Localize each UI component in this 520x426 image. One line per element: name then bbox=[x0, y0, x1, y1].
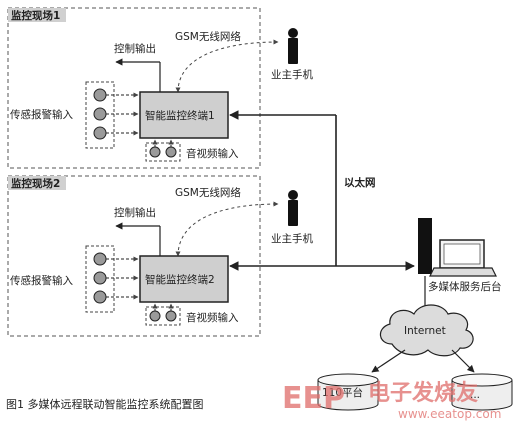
ethernet-links: 以太网 bbox=[229, 110, 415, 271]
site-1-phone-icon bbox=[288, 28, 298, 64]
site-1-av-1 bbox=[149, 146, 161, 158]
laptop-icon bbox=[429, 239, 497, 277]
site-1-terminal-label: 智能监控终端1 bbox=[145, 109, 215, 122]
internet-db-right-link bbox=[451, 349, 475, 373]
site-1-tag: 监控现场1 bbox=[11, 9, 60, 22]
site-1-av-label: 音视频输入 bbox=[186, 147, 239, 160]
site-2-av-2 bbox=[165, 310, 177, 322]
ethernet-label: 以太网 bbox=[344, 176, 376, 189]
site-2-sensor-group bbox=[85, 245, 115, 313]
site-1-sensor-2 bbox=[93, 107, 107, 121]
site-2-av-1 bbox=[149, 310, 161, 322]
site-2-phone-label: 业主手机 bbox=[271, 232, 313, 245]
figure-caption: 图1 多媒体远程联动智能监控系统配置图 bbox=[6, 397, 204, 411]
site-2-gsm-label: GSM无线网络 bbox=[175, 186, 241, 199]
db-right-icon bbox=[451, 373, 513, 387]
site-1: 监控现场1 控制输出 GSM无线网络 业主手机 传感报警输入 智能监控终端1 bbox=[7, 7, 313, 169]
internet-db-left-link bbox=[371, 349, 406, 373]
site-2: 监控现场2 控制输出 GSM无线网络 业主手机 传感报警输入 智能监控终端2 音… bbox=[7, 175, 313, 337]
site-2-av-label: 音视频输入 bbox=[186, 311, 239, 324]
site-2-sensor-label: 传感报警输入 bbox=[10, 274, 73, 287]
site-1-tag-bg bbox=[8, 8, 66, 22]
site-2-terminal bbox=[139, 255, 229, 303]
watermark-slogan: 电子发烧友 bbox=[368, 380, 478, 406]
internet-cloud: Internet bbox=[379, 304, 474, 357]
site-1-phone-label: 业主手机 bbox=[271, 68, 313, 81]
backend-label: 多媒体服务后台 bbox=[428, 280, 502, 293]
site-1-sensor-group bbox=[85, 81, 115, 149]
site-1-terminal bbox=[139, 91, 229, 139]
site-2-sensor-2 bbox=[93, 271, 107, 285]
site-1-gsm-label: GSM无线网络 bbox=[175, 30, 241, 43]
site-2-control-label: 控制输出 bbox=[114, 206, 156, 219]
db-right: ... bbox=[451, 373, 513, 411]
site-2-av-group bbox=[145, 306, 181, 326]
site-2-phone-icon bbox=[288, 190, 298, 226]
backend-server: 多媒体服务后台 bbox=[418, 218, 502, 293]
site-1-sensor-1 bbox=[93, 88, 107, 102]
db-left-icon bbox=[317, 373, 379, 387]
site-2-sensor-1 bbox=[93, 252, 107, 266]
db-left: 110平台 bbox=[317, 373, 379, 411]
site-1-av-2 bbox=[165, 146, 177, 158]
site-1-sensor-3 bbox=[93, 126, 107, 140]
db-left-label: 110平台 bbox=[322, 386, 363, 399]
site-1-control-label: 控制输出 bbox=[114, 42, 156, 55]
server-tower-icon bbox=[418, 218, 432, 274]
watermark: EEP 电子发烧友 www.eeatop.com bbox=[282, 380, 501, 421]
internet-label: Internet bbox=[404, 325, 446, 337]
cloud-icon bbox=[379, 304, 474, 357]
site-2-gsm-link bbox=[175, 201, 279, 257]
db-right-label: ... bbox=[470, 389, 480, 401]
site-2-tag-bg bbox=[8, 176, 66, 190]
site-1-gsm-link bbox=[175, 39, 279, 93]
site-1-sensor-label: 传感报警输入 bbox=[10, 108, 73, 121]
watermark-url: www.eeatop.com bbox=[398, 407, 501, 421]
site-2-tag: 监控现场2 bbox=[11, 177, 60, 190]
site-2-sensor-3 bbox=[93, 290, 107, 304]
site-2-terminal-label: 智能监控终端2 bbox=[145, 273, 215, 286]
site-1-av-group bbox=[145, 142, 181, 162]
watermark-brand: EEP bbox=[282, 381, 345, 416]
